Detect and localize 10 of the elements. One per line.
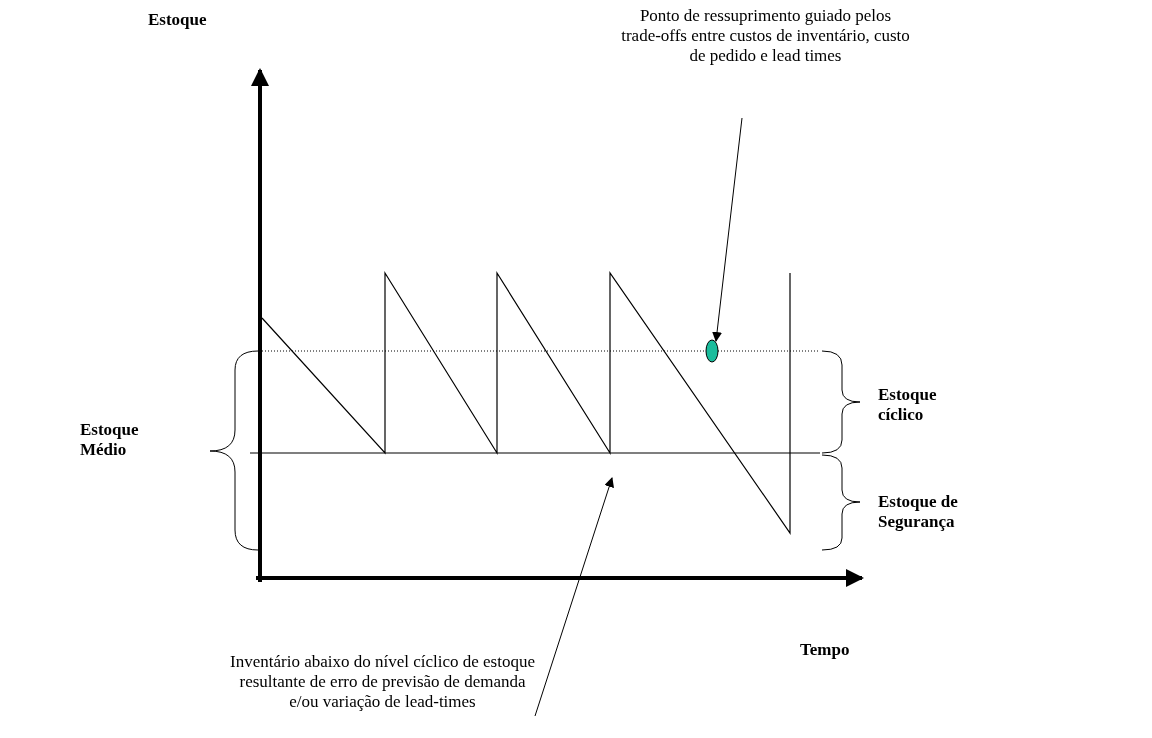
leader-line — [534, 477, 614, 717]
axis-title: Tempo — [800, 640, 850, 660]
bracket-label: Estoque Médio — [80, 420, 140, 460]
reorder-point-marker — [705, 339, 719, 363]
callout-text: Inventário abaixo do nível cíclico de estoque resultante de erro de previsão de demanda e/ou variação de lead-times — [230, 652, 535, 712]
bracket-label: Estoque cíclico — [878, 385, 938, 425]
axis-title: Estoque — [148, 10, 207, 30]
bracket-label: Estoque de Segurança — [878, 492, 959, 532]
callout-text: Ponto de ressuprimento guiado pelos trade-offs entre custos de inventário, custo de pedido e lead times — [618, 6, 913, 66]
leader-line — [712, 117, 743, 342]
